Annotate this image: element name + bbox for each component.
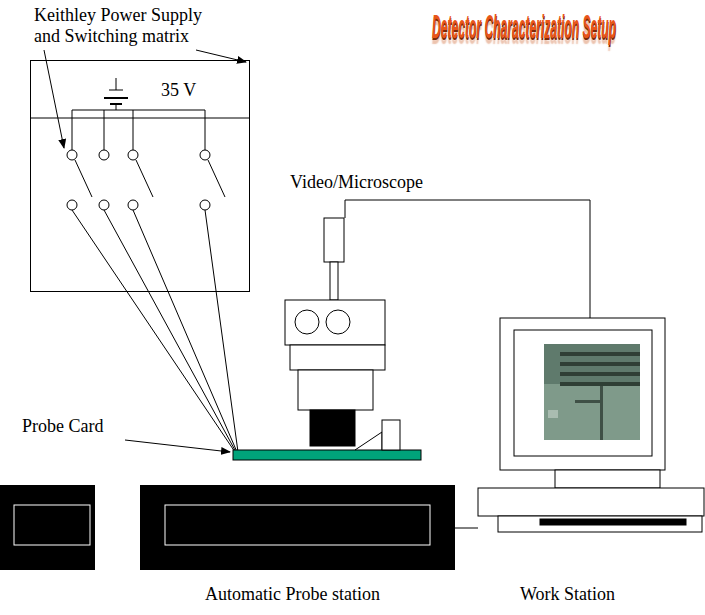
panel-divider [30, 118, 250, 119]
screen-image [544, 344, 640, 440]
device-label: Work Station [520, 584, 690, 605]
switch-box: 35 V [30, 60, 250, 292]
device-label: Automatic Probe station [205, 584, 465, 605]
switching-matrix [67, 110, 225, 210]
device-label: Video/Microscope [290, 172, 460, 193]
title-block: Detector Characterization Setup [432, 6, 618, 48]
diagram-title: Detector Characterization Setup [432, 6, 616, 46]
leader-arrow [44, 50, 64, 148]
voltage-label: 35 V [161, 80, 196, 101]
device-label: Probe Card [22, 416, 152, 437]
station-panel [165, 505, 430, 545]
station-block [0, 485, 95, 570]
probe-wires [72, 210, 238, 452]
station-panel [14, 505, 90, 545]
station-cable [455, 528, 478, 529]
probe-station [140, 485, 455, 570]
probe-card [233, 450, 421, 460]
microscope [285, 218, 385, 446]
device-label: Keithley Power Supply and Switching matr… [34, 5, 219, 47]
probe-holder [355, 420, 400, 450]
battery-symbol [72, 78, 205, 110]
leader-arrow [125, 440, 230, 452]
workstation [478, 318, 704, 532]
